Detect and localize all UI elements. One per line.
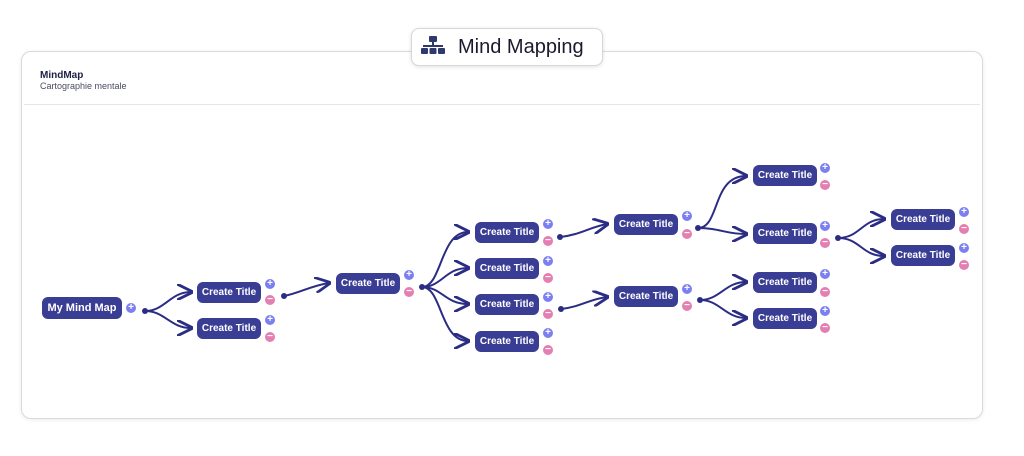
mindmap-node[interactable]: Create Title: [475, 258, 539, 279]
branch-dot: [695, 225, 701, 231]
remove-node-icon[interactable]: −: [543, 309, 553, 319]
mindmap-node[interactable]: Create Title: [197, 318, 261, 339]
link: [837, 219, 884, 239]
branch-dot: [142, 308, 148, 314]
remove-node-icon[interactable]: −: [959, 260, 969, 270]
root-node[interactable]: My Mind Map: [42, 297, 122, 319]
remove-node-icon[interactable]: −: [265, 295, 275, 305]
add-child-icon[interactable]: +: [543, 292, 553, 302]
add-child-icon[interactable]: +: [682, 284, 692, 294]
remove-node-icon[interactable]: −: [404, 287, 414, 297]
add-child-icon[interactable]: +: [959, 207, 969, 217]
link: [699, 299, 746, 318]
add-child-icon[interactable]: +: [959, 243, 969, 253]
page-title: Mind Mapping: [411, 28, 603, 66]
branch-dot: [835, 235, 841, 241]
remove-node-icon[interactable]: −: [265, 332, 275, 342]
branch-dot: [557, 234, 563, 240]
mindmap-node[interactable]: Create Title: [475, 331, 539, 352]
mindmap-node[interactable]: Create Title: [753, 272, 817, 293]
branch-dot: [697, 297, 703, 303]
remove-node-icon[interactable]: −: [543, 345, 553, 355]
remove-node-icon[interactable]: −: [820, 238, 830, 248]
app-subtitle: Cartographie mentale: [40, 81, 127, 91]
remove-node-icon[interactable]: −: [543, 273, 553, 283]
link: [421, 286, 468, 341]
app-name: MindMap: [40, 70, 84, 81]
remove-node-icon[interactable]: −: [682, 301, 692, 311]
add-child-icon[interactable]: +: [820, 269, 830, 279]
add-child-icon[interactable]: +: [543, 256, 553, 266]
link: [697, 228, 746, 234]
link: [560, 297, 607, 310]
remove-node-icon[interactable]: −: [820, 180, 830, 190]
mindmap-node[interactable]: Create Title: [336, 273, 400, 294]
remove-node-icon[interactable]: −: [959, 224, 969, 234]
mindmap-node[interactable]: Create Title: [753, 223, 817, 244]
link: [699, 282, 746, 301]
page-title-text: Mind Mapping: [458, 35, 584, 58]
link: [144, 292, 191, 312]
link: [837, 237, 884, 256]
mindmap-node[interactable]: Create Title: [475, 294, 539, 315]
mindmap-node[interactable]: Create Title: [753, 165, 817, 186]
add-child-icon[interactable]: +: [820, 163, 830, 173]
add-child-icon[interactable]: +: [682, 211, 692, 221]
branch-dot: [558, 306, 564, 312]
branch-dot: [281, 293, 287, 299]
branch-dot: [419, 284, 425, 290]
link: [144, 310, 191, 328]
remove-node-icon[interactable]: −: [543, 236, 553, 246]
add-child-icon[interactable]: +: [404, 270, 414, 280]
remove-node-icon[interactable]: −: [820, 287, 830, 297]
mindmap-node[interactable]: Create Title: [614, 286, 678, 307]
link: [421, 232, 468, 288]
add-child-icon[interactable]: +: [543, 219, 553, 229]
mindmap-node[interactable]: Create Title: [891, 209, 955, 230]
remove-node-icon[interactable]: −: [682, 229, 692, 239]
add-child-icon[interactable]: +: [820, 306, 830, 316]
link: [697, 176, 746, 229]
add-child-icon[interactable]: +: [820, 221, 830, 231]
org-chart-icon: [420, 34, 446, 61]
add-child-icon[interactable]: +: [265, 279, 275, 289]
mindmap-node[interactable]: Create Title: [753, 308, 817, 329]
add-child-icon[interactable]: +: [265, 315, 275, 325]
mindmap-node[interactable]: Create Title: [614, 214, 678, 235]
mindmap-node[interactable]: Create Title: [475, 222, 539, 243]
link: [283, 283, 329, 297]
mindmap-node[interactable]: Create Title: [891, 245, 955, 266]
add-child-icon[interactable]: +: [126, 303, 136, 313]
link: [559, 224, 607, 238]
add-child-icon[interactable]: +: [543, 328, 553, 338]
remove-node-icon[interactable]: −: [820, 323, 830, 333]
mindmap-node[interactable]: Create Title: [197, 282, 261, 303]
